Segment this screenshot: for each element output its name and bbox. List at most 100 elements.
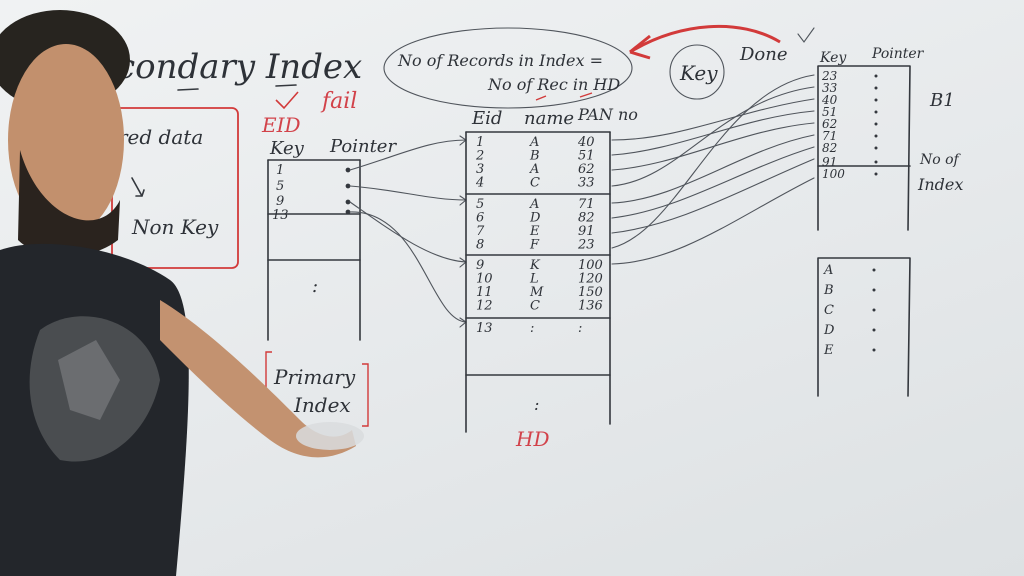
secondary-header-pointer: Pointer <box>871 46 925 62</box>
secondary-lower-key-cell: B <box>823 283 834 298</box>
secondary-lower-pointer-dot <box>872 308 876 312</box>
secondary-pointer-dot <box>874 98 878 102</box>
key-circle <box>669 44 725 100</box>
secondary-key-cell: 23 <box>821 69 838 83</box>
secondary-key-cell: 71 <box>822 129 837 143</box>
secondary-key-cell: 40 <box>821 93 838 107</box>
title-secondary-index: econdary Index <box>96 47 362 87</box>
primary-pointer-dots <box>345 167 351 215</box>
hd-cell-name: : <box>530 321 534 336</box>
hd-cell-name: A <box>529 197 539 212</box>
hd-cell-name: E <box>529 224 540 239</box>
hd-cell-pan: 62 <box>578 162 595 177</box>
no-of-index-label-2: Index <box>917 175 963 194</box>
hd-cell-name: F <box>529 238 540 253</box>
hd-cell-name: L <box>529 272 539 287</box>
fail-note: fail <box>320 89 357 114</box>
secondary-key-cell: 82 <box>822 141 837 155</box>
hd-cell-name: D <box>529 211 541 226</box>
left-box-line1: red data <box>118 125 203 149</box>
secondary-pointer-dot <box>874 146 878 150</box>
hd-cell-eid: 3 <box>476 162 484 177</box>
primary-keys: 1 5 9 13 <box>272 163 289 223</box>
secondary-pointer-dot <box>874 86 878 90</box>
secondary-lower-key-cell: E <box>823 343 834 358</box>
secondary-pointer-dot <box>874 134 878 138</box>
hd-cell-pan: 136 <box>578 299 603 314</box>
hd-cell-eid: 11 <box>476 285 493 300</box>
primary-header-pointer: Pointer <box>329 136 397 157</box>
hd-header-eid: Eid <box>471 108 502 129</box>
secondary-lower-pointer-dot <box>872 268 876 272</box>
hd-cell-pan: 40 <box>577 135 595 150</box>
hd-cell-pan: 150 <box>578 285 603 300</box>
done-note: Done <box>739 44 788 65</box>
secondary-pointer-dot <box>874 160 878 164</box>
hd-header-name: name <box>524 108 574 129</box>
hd-cell-name: C <box>530 299 540 314</box>
hd-cell-name: C <box>530 176 540 191</box>
hd-cell-eid: 7 <box>476 224 485 239</box>
secondary-key-cell: 33 <box>822 81 838 95</box>
hd-cell-eid: 6 <box>476 211 484 226</box>
hd-cell-eid: 10 <box>476 272 493 287</box>
secondary-lower-key-cell: A <box>823 263 833 278</box>
hd-cell-name: K <box>529 258 541 273</box>
hd-cell-eid: 9 <box>476 258 484 273</box>
hd-cell-eid: 2 <box>475 149 484 164</box>
hd-cell-eid: 5 <box>476 197 484 212</box>
hd-cell-eid: 8 <box>476 238 484 253</box>
secondary-lower-pointer-dot <box>872 328 876 332</box>
presenter <box>0 10 364 576</box>
secondary-header-key: Key <box>819 50 847 66</box>
bubble-line2: No of Rec in HD <box>487 75 620 94</box>
eid-note: EID <box>261 113 301 137</box>
no-of-index-label: No of <box>919 152 962 168</box>
hd-cell-pan: 23 <box>577 238 595 253</box>
left-box-line2: Non Key <box>131 215 219 239</box>
secondary-lower-pointer-dot <box>872 348 876 352</box>
secondary-key-cell: 51 <box>822 105 837 119</box>
primary-ellipsis: : <box>312 276 318 297</box>
hd-cell-pan: 71 <box>578 197 595 212</box>
secondary-pointer-dot <box>874 74 878 78</box>
bubble-oval <box>383 27 633 109</box>
secondary-pointer-dot <box>874 172 878 176</box>
hd-cell-eid: 12 <box>476 299 493 314</box>
secondary-lower-key-cell: D <box>823 323 835 338</box>
red-arrow <box>629 24 781 54</box>
hd-cell-pan: 120 <box>578 272 603 287</box>
hd-cell-pan: 33 <box>578 176 595 191</box>
hd-bottom-dots: : <box>534 395 539 414</box>
hd-cell-pan: 91 <box>578 224 595 239</box>
hd-cell-eid: 4 <box>475 176 484 191</box>
hd-cell-pan: : <box>578 321 582 336</box>
secondary-pointer-dot <box>874 110 878 114</box>
hd-cell-eid: 1 <box>476 135 484 150</box>
secondary-key-cell: 91 <box>822 155 837 169</box>
bubble-line1: No of Records in Index = <box>397 51 603 70</box>
hd-cell-pan: 82 <box>578 211 595 226</box>
hd-cell-name: A <box>529 162 539 177</box>
primary-label-line2: Index <box>293 393 351 417</box>
key-circle-label: Key <box>679 61 718 85</box>
secondary-lower-pointer-dot <box>872 288 876 292</box>
svg-text:5: 5 <box>276 179 284 194</box>
hd-cell-eid: 13 <box>476 321 493 336</box>
hd-cell-pan: 51 <box>578 149 595 164</box>
hd-cell-pan: 100 <box>578 258 603 273</box>
svg-text:9: 9 <box>276 194 284 209</box>
secondary-lower-key-cell: C <box>824 303 834 318</box>
b1-label: B1 <box>929 90 955 111</box>
primary-header-key: Key <box>269 138 305 159</box>
svg-text:1: 1 <box>276 163 284 178</box>
secondary-key-cell: 100 <box>822 167 845 181</box>
secondary-to-hd-arrows <box>611 74 815 265</box>
primary-label-line1: Primary <box>273 365 356 389</box>
hd-cell-name: B <box>529 149 540 164</box>
secondary-pointer-dot <box>874 122 878 126</box>
svg-text:13: 13 <box>272 208 289 223</box>
hd-cell-name: A <box>529 135 539 150</box>
